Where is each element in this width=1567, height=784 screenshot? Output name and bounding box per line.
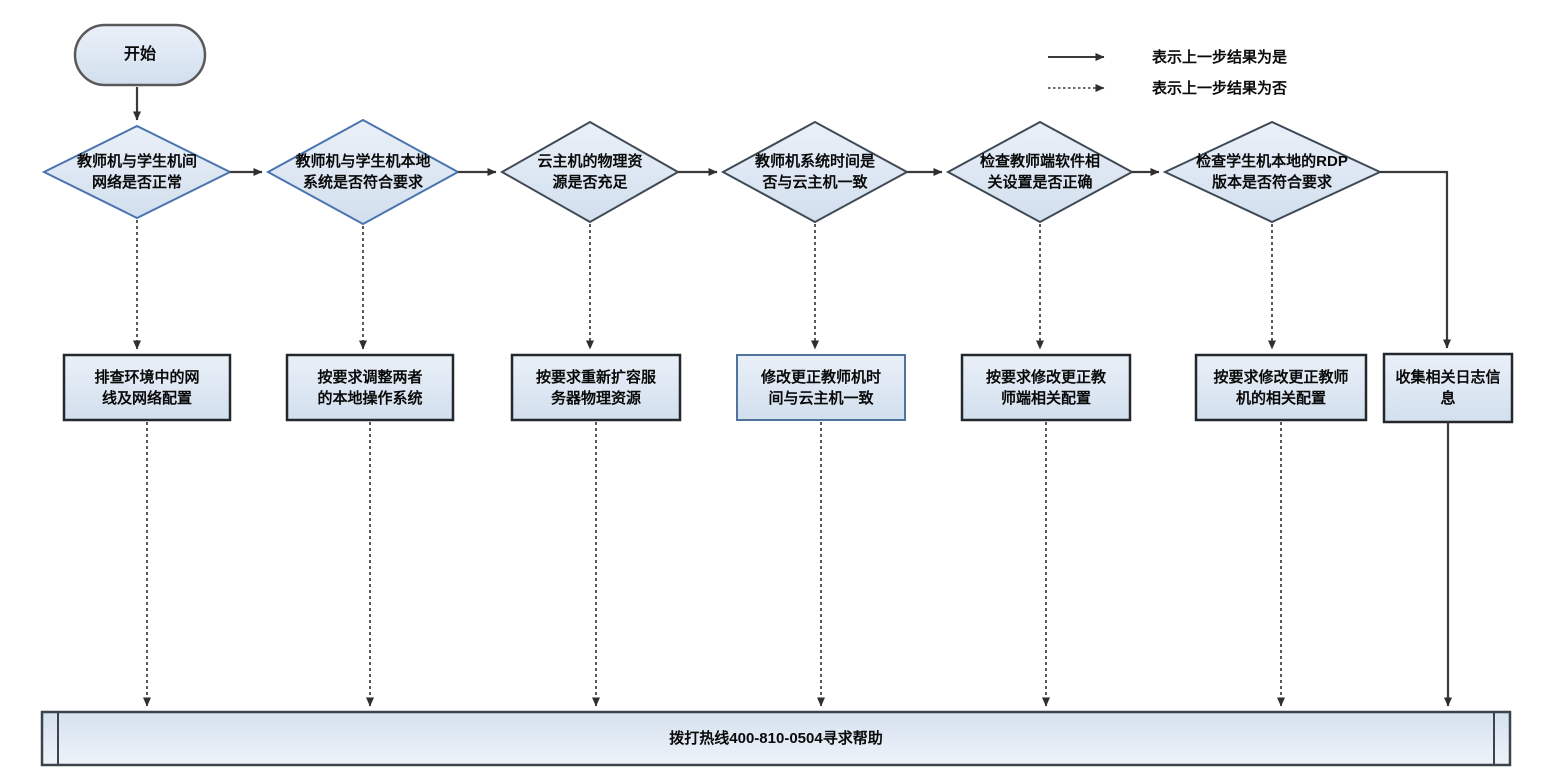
action-4-shape (736, 354, 906, 421)
action-7-shape (1382, 352, 1514, 424)
decision-5-label: 检查教师端软件相关设置是否正确 (979, 153, 1100, 191)
action-2-shape (285, 353, 455, 422)
legend-no-label: 表示上一步结果为否 (1152, 79, 1288, 97)
hotline-bar-shape (40, 710, 1512, 767)
action-1-shape (62, 353, 232, 422)
action-4-label: 修改更正教师机时间与云主机一致 (760, 368, 881, 407)
start-label: 开始 (123, 45, 156, 63)
legend-yes-label: 表示上一步结果为是 (1152, 48, 1288, 66)
action-5-shape (960, 353, 1132, 422)
action-7-label: 收集相关日志信息 (1395, 369, 1501, 407)
hotline-bar-label: 拨打热线400-810-0504寻求帮助 (669, 730, 883, 747)
action-2-label: 按要求调整两者的本地操作系统 (317, 368, 423, 407)
decision-4-label: 教师机系统时间是否与云主机一致 (754, 153, 875, 191)
action-6-label: 按要求修改更正教师机的相关配置 (1213, 368, 1349, 407)
decision-6-label: 检查学生机本地的RDP版本是否符合要求 (1196, 153, 1348, 191)
action-3-label: 按要求重新扩容服务器物理资源 (535, 368, 656, 407)
action-6-shape (1194, 353, 1368, 422)
action-3-shape (510, 353, 682, 422)
decision-2-label: 教师机与学生机本地系统是否符合要求 (295, 153, 431, 191)
action-1-label: 排查环境中的网线及网络配置 (94, 368, 200, 407)
action-5-label: 按要求修改更正教师端相关配置 (985, 368, 1106, 407)
decision-3-label: 云主机的物理资源是否充足 (537, 153, 643, 191)
start-terminator-shape (73, 23, 207, 87)
connector-yes-6-to-collect-logs (1380, 170, 1451, 349)
decision-1-label: 教师机与学生机间网络是否正常 (76, 153, 197, 191)
